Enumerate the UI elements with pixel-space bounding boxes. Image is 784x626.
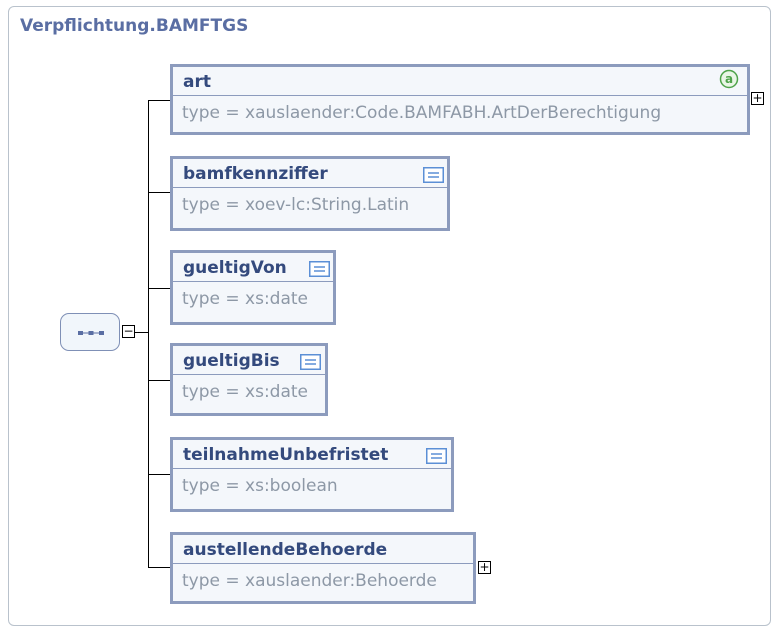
- element-box-gueltigBis[interactable]: gueltigBis type = xs:date: [170, 343, 328, 416]
- sequence-compositor[interactable]: [60, 313, 120, 351]
- element-name: art: [183, 72, 211, 92]
- branch-line: [148, 100, 171, 101]
- branch-line: [148, 474, 171, 475]
- element-divider: [173, 468, 451, 469]
- element-box-gueltigVon[interactable]: gueltigVon type = xs:date: [170, 250, 336, 325]
- documentation-icon: [426, 448, 447, 464]
- element-divider: [173, 374, 325, 375]
- element-divider: [173, 187, 447, 188]
- collapse-toggle[interactable]: −: [122, 324, 135, 338]
- element-name: gueltigVon: [183, 258, 287, 278]
- element-box-bamfkennziffer[interactable]: bamfkennziffer type = xoev-lc:String.Lat…: [170, 156, 450, 231]
- element-type: type = xs:boolean: [182, 476, 338, 496]
- element-type: type = xauslaender:Behoerde: [182, 571, 437, 591]
- element-box-teilnahmeUnbefristet[interactable]: teilnahmeUnbefristet type = xs:boolean: [170, 437, 454, 512]
- element-name: teilnahmeUnbefristet: [183, 445, 389, 465]
- sequence-connector: [135, 332, 149, 333]
- element-box-austellendeBehoerde[interactable]: austellendeBehoerde type = xauslaender:B…: [170, 532, 476, 604]
- element-type: type = xoev-lc:String.Latin: [182, 195, 410, 215]
- documentation-icon: [300, 354, 321, 370]
- tree-trunk-line: [148, 100, 149, 568]
- branch-line: [148, 288, 171, 289]
- element-divider: [173, 281, 333, 282]
- element-name: bamfkennziffer: [183, 164, 328, 184]
- branch-line: [148, 380, 171, 381]
- element-divider: [173, 95, 747, 96]
- element-name: austellendeBehoerde: [183, 540, 388, 560]
- element-type: type = xauslaender:Code.BAMFABH.ArtDerBe…: [182, 103, 662, 123]
- element-type: type = xs:date: [182, 289, 309, 309]
- branch-line: [148, 192, 171, 193]
- element-name: gueltigBis: [183, 351, 280, 371]
- expand-toggle[interactable]: +: [478, 560, 491, 574]
- root-element-title: Verpflichtung.BAMFTGS: [20, 16, 249, 36]
- expand-toggle[interactable]: +: [751, 91, 764, 105]
- element-divider: [173, 563, 473, 564]
- documentation-icon: [423, 167, 444, 183]
- branch-line: [148, 567, 171, 568]
- attribute-icon: a: [719, 69, 739, 89]
- element-type: type = xs:date: [182, 382, 309, 402]
- attribute-symbol: a: [725, 72, 733, 86]
- sequence-icon: [78, 331, 104, 335]
- documentation-icon: [309, 261, 330, 277]
- element-box-art[interactable]: art a type = xauslaender:Code.BAMFABH.Ar…: [170, 64, 750, 135]
